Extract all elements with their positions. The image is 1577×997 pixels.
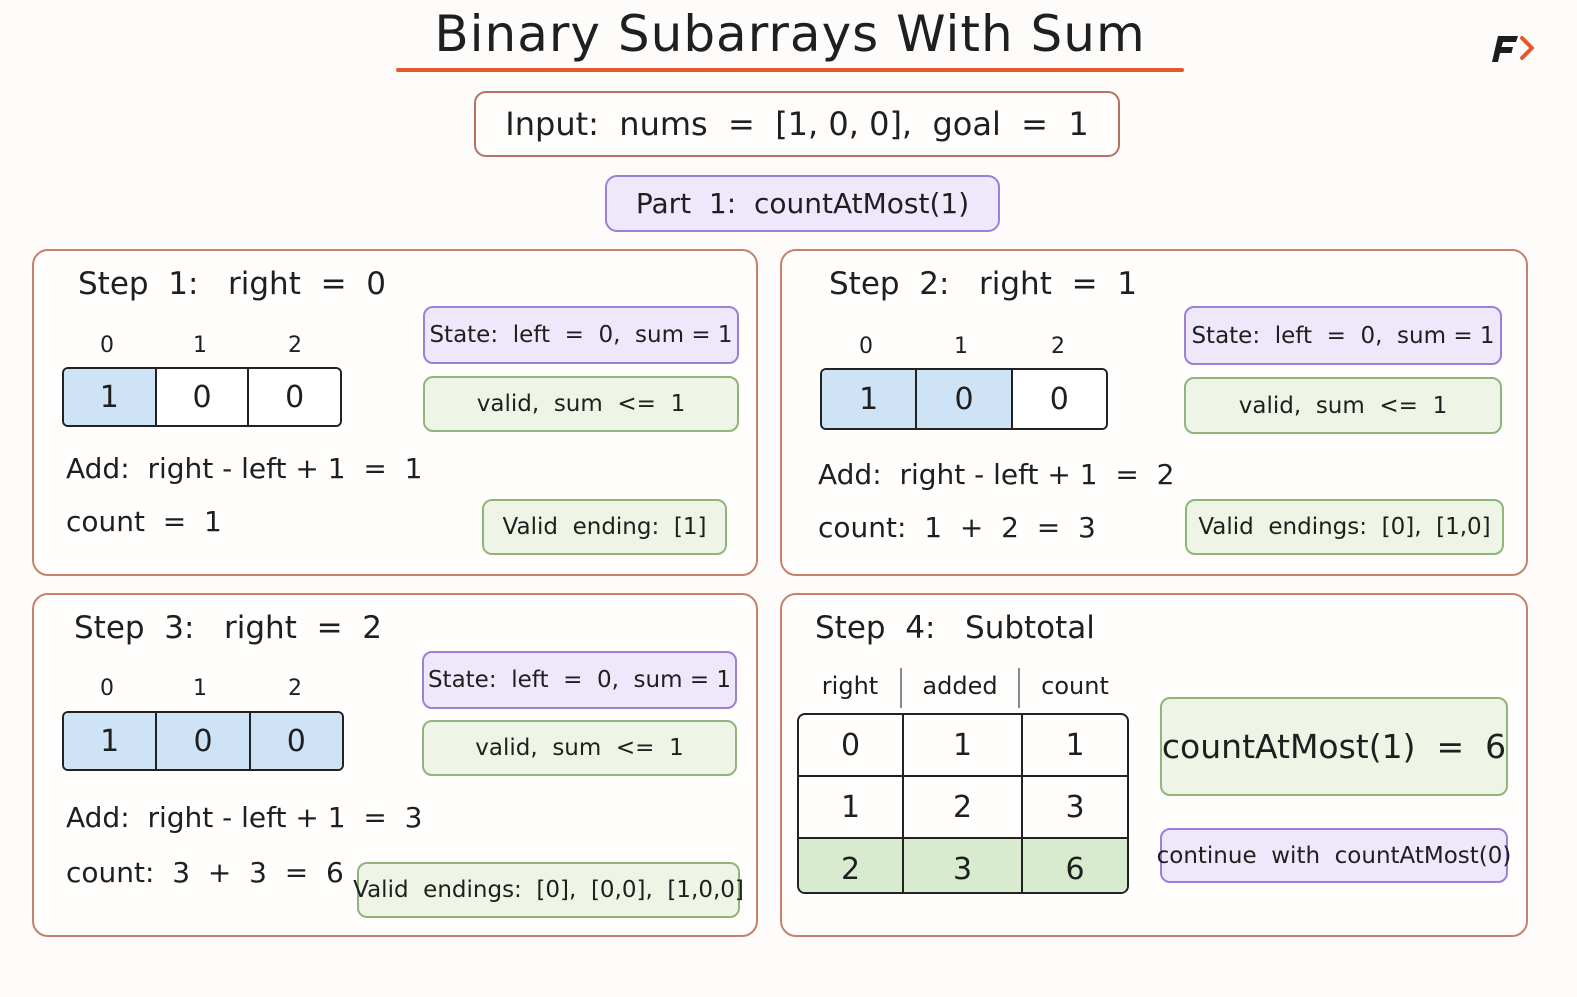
continue-note: continue with countAtMost(0) [1157, 828, 1511, 883]
step-2-index-1: 1 [954, 334, 968, 359]
header-divider [1018, 668, 1020, 708]
table-header-right: right [821, 672, 879, 700]
step-4-title: Step 4: Subtotal [815, 610, 1095, 646]
step-3-cell-1: 0 [157, 713, 251, 769]
step-1-index-0: 0 [100, 333, 114, 358]
step-2-state: State: left = 0, sum = 1 [1184, 306, 1502, 365]
step-1-index-2: 2 [288, 333, 302, 358]
step-1-title: Step 1: right = 0 [78, 266, 386, 302]
title-underline [396, 68, 1184, 72]
step-2-count: count: 1 + 2 = 3 [818, 511, 1096, 544]
table-header-count: count [1041, 672, 1109, 700]
table-row: 2 3 6 [799, 839, 1127, 892]
step-1-count: count = 1 [66, 505, 222, 538]
step-3-cell-0: 1 [64, 713, 158, 769]
table-cell: 0 [799, 715, 904, 775]
step-3-valid: valid, sum <= 1 [422, 720, 737, 776]
table-cell: 1 [799, 777, 904, 837]
step-2-add: Add: right - left + 1 = 2 [818, 458, 1175, 491]
step-2-array: 1 0 0 [820, 368, 1108, 430]
step-3-index-0: 0 [100, 676, 114, 701]
step-2-index-2: 2 [1051, 334, 1065, 359]
step-2-cell-0: 1 [822, 370, 918, 428]
step-1-cell-0: 1 [64, 369, 157, 425]
step-2-index-0: 0 [859, 334, 873, 359]
step-3-state: State: left = 0, sum = 1 [422, 651, 737, 709]
step-1-cell-2: 0 [249, 369, 340, 425]
step-2-title: Step 2: right = 1 [829, 266, 1137, 302]
step-1-add: Add: right - left + 1 = 1 [66, 452, 423, 485]
result-box: countAtMost(1) = 6 [1160, 697, 1508, 796]
step-3-array: 1 0 0 [62, 711, 344, 771]
step-2-valid: valid, sum <= 1 [1184, 377, 1502, 434]
table-cell: 1 [1065, 727, 1085, 763]
table-row: 0 1 1 [799, 715, 1127, 777]
step-1-state: State: left = 0, sum = 1 [423, 306, 739, 364]
step-3-endings: Valid endings: [0], [0,0], [1,0,0] [353, 862, 744, 918]
step-1-valid: valid, sum <= 1 [423, 376, 739, 432]
step-3-cell-2: 0 [250, 713, 342, 769]
table-cell: 6 [1065, 851, 1085, 887]
step-3-title: Step 3: right = 2 [74, 610, 382, 646]
table-cell: 2 [799, 839, 904, 892]
step-3-index-2: 2 [288, 676, 302, 701]
step-3-add: Add: right - left + 1 = 3 [66, 801, 423, 834]
input-box: Input: nums = [1, 0, 0], goal = 1 [474, 91, 1120, 157]
table-cell: 3 [1065, 789, 1085, 825]
part-label: Part 1: countAtMost(1) [605, 175, 1000, 232]
step-3-index-1: 1 [193, 676, 207, 701]
step-2-cell-2: 0 [1012, 370, 1106, 428]
table-cell: 3 [904, 839, 1023, 892]
step-3-count: count: 3 + 3 = 6 [66, 856, 344, 889]
page-title: Binary Subarrays With Sum [434, 5, 1146, 63]
table-header-added: added [922, 672, 998, 700]
table-cell: 2 [904, 777, 1023, 837]
step-2-cell-1: 0 [917, 370, 1013, 428]
step-1-index-1: 1 [193, 333, 207, 358]
subtotal-table: 0 1 1 1 2 3 2 3 6 [797, 713, 1129, 894]
step-1-endings: Valid ending: [1] [482, 499, 727, 555]
step-1-cell-1: 0 [156, 369, 250, 425]
step-2-endings: Valid endings: [0], [1,0] [1185, 499, 1504, 555]
table-row: 1 2 3 [799, 777, 1127, 839]
table-cell: 1 [904, 715, 1023, 775]
brand-logo-icon [1492, 36, 1534, 62]
step-1-array: 1 0 0 [62, 367, 342, 427]
header-divider [900, 668, 902, 708]
